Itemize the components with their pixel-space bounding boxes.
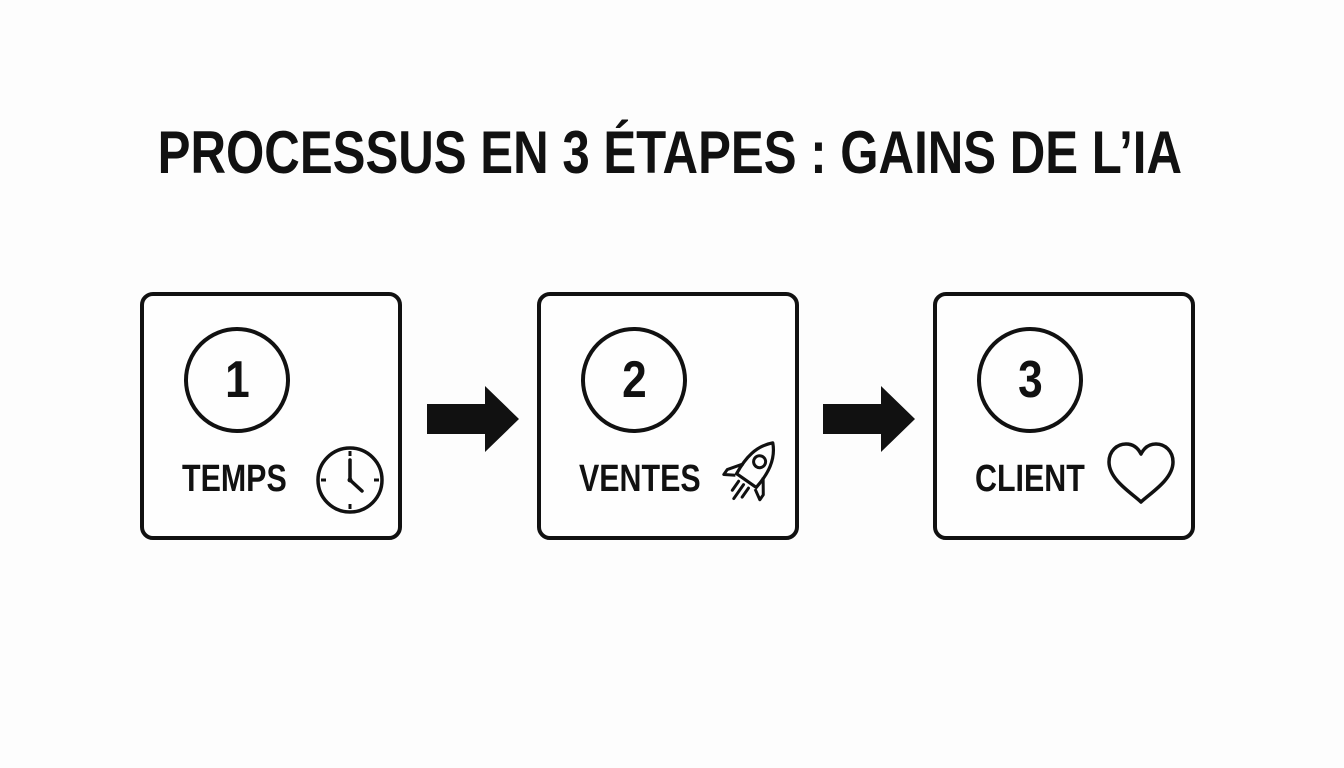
step-1-label: TEMPS (182, 458, 287, 500)
step-2-label: VENTES (579, 458, 701, 500)
arrow-right-icon (823, 386, 915, 452)
clock-icon (316, 446, 384, 514)
step-1-number-circle: 1 (184, 327, 290, 433)
step-2-number-circle: 2 (581, 327, 687, 433)
step-2-box: 2 VENTES (537, 292, 799, 540)
heart-icon (1107, 442, 1175, 504)
step-1-number: 1 (224, 351, 250, 409)
step-1-box: 1 TEMPS (140, 292, 402, 540)
step-3-box: 3 CLIENT (933, 292, 1195, 540)
arrow-right-icon (427, 386, 519, 452)
step-3-number: 3 (1017, 351, 1043, 409)
diagram-title: PROCESSUS EN 3 ÉTAPES : GAINS DE L’IA (157, 119, 1182, 186)
step-3-label: CLIENT (975, 458, 1085, 500)
rocket-icon (722, 441, 776, 502)
step-3-number-circle: 3 (977, 327, 1083, 433)
step-2-number: 2 (621, 351, 647, 409)
